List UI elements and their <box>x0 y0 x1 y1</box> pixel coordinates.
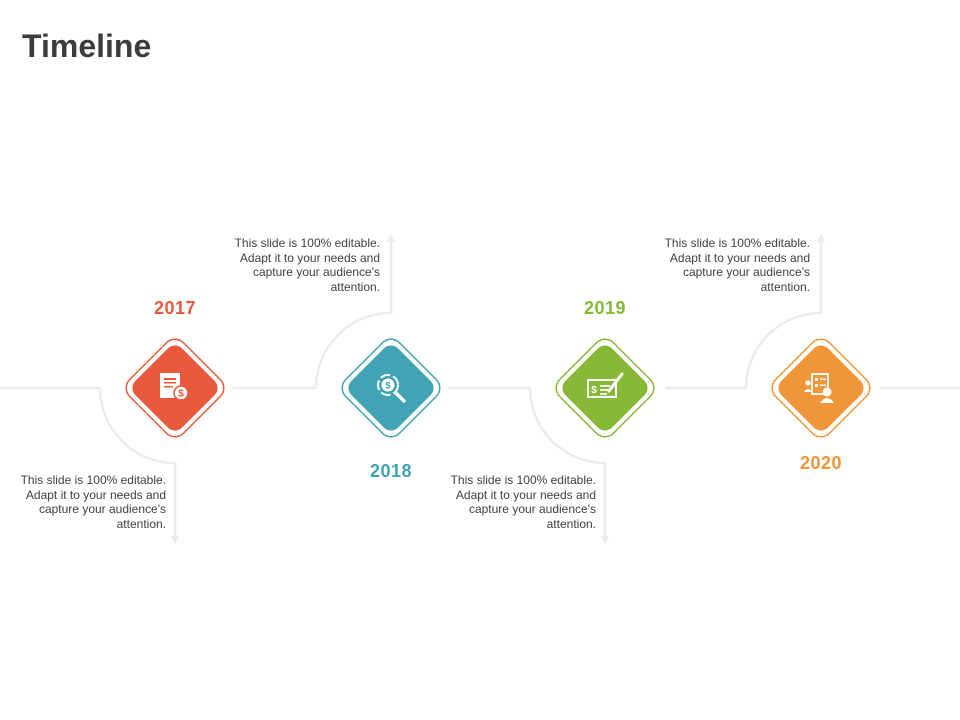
invoice-dollar-icon: $ <box>160 373 189 401</box>
year-label-2017: 2017 <box>153 298 197 318</box>
svg-text:$: $ <box>591 385 597 396</box>
connector-arrowheads <box>171 234 825 544</box>
connector-arc-2017 <box>98 387 177 538</box>
year-label-2019: 2019 <box>583 298 627 318</box>
person-checklist-icon <box>804 373 834 403</box>
arrowhead-down <box>601 536 609 544</box>
arrowhead-down <box>171 536 179 544</box>
year-label-2018: 2018 <box>369 461 413 481</box>
connector-arc-2019 <box>528 387 607 538</box>
milestone-2020-diamond <box>771 338 871 438</box>
cheque-pen-icon: $ <box>587 372 624 398</box>
slide-title: Timeline <box>22 28 152 64</box>
description-2020: This slide is 100% editable. Adapt it to… <box>664 236 810 294</box>
description-2019: This slide is 100% editable. Adapt it to… <box>450 473 596 531</box>
description-2017: This slide is 100% editable. Adapt it to… <box>20 473 166 531</box>
milestone-2017-diamond: $ <box>125 338 225 438</box>
connector-arc-2020 <box>744 240 823 389</box>
description-2018: This slide is 100% editable. Adapt it to… <box>234 236 380 294</box>
timeline-path <box>0 240 960 538</box>
year-label-2020: 2020 <box>799 453 843 473</box>
arrowhead-up <box>387 234 395 242</box>
svg-text:$: $ <box>385 381 390 391</box>
diamond-fill <box>562 345 648 431</box>
arrowhead-up <box>817 234 825 242</box>
milestone-2019-diamond: $ <box>555 338 655 438</box>
connector-arc-2018 <box>314 240 393 389</box>
svg-text:$: $ <box>178 389 184 400</box>
diamond-fill <box>778 345 864 431</box>
dollar-search-icon: $ <box>377 374 406 403</box>
milestone-2018-diamond: $ <box>341 338 441 438</box>
